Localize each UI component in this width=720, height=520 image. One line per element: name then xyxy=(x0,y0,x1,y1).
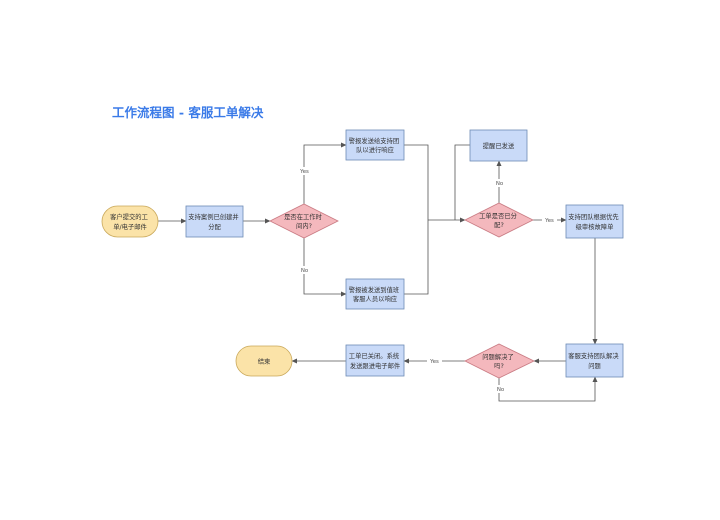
svg-text:支持案例已创建并 分配: 支持案例已创建并 分配 xyxy=(188,212,240,231)
node-alert-oncall-line-2: 客服人员以响应 xyxy=(353,294,398,303)
edge-label-solved-yes: Yes xyxy=(429,359,439,365)
node-decision-solved-line-1: 问题解决了 xyxy=(482,352,513,361)
node-decision-time: 是否在工作时 间内? xyxy=(269,203,339,239)
edge-alert-team-to-merge xyxy=(404,144,429,220)
node-start-line-2: 单/电子邮件 xyxy=(113,222,147,231)
node-alert-oncall-line-1: 警报被发送到值班 xyxy=(349,285,400,294)
edge-reminder-to-merge xyxy=(454,144,470,220)
svg-text:提醒已发送: 提醒已发送 xyxy=(483,141,515,150)
svg-text:问题解决了 吗?: 问题解决了 吗? xyxy=(482,352,516,370)
node-alert-oncall: 警报被发送到值班 客服人员以响应 xyxy=(345,278,405,310)
node-resolve-line-2: 问题 xyxy=(588,362,601,370)
edge-time-yes-to-alert-team xyxy=(303,142,347,204)
node-create-line-2: 分配 xyxy=(208,222,221,231)
node-closed: 工单已关闭。系统 发送跟进电子邮件 xyxy=(345,344,405,377)
node-prioritize-line-1: 支持团队根据优先 xyxy=(568,212,618,221)
edge-time-no-to-alert-oncall xyxy=(303,238,347,297)
node-decision-assigned-line-1: 工单是否已分 xyxy=(479,211,517,220)
node-resolve: 客服支持团队解决 问题 xyxy=(565,343,624,378)
node-reminder-line-1: 提醒已发送 xyxy=(483,141,515,150)
node-start: 客户提交的工 单/电子邮件 xyxy=(101,205,159,238)
node-decision-assigned-line-2: 配? xyxy=(494,221,504,229)
svg-text:是否在工作时 间内?: 是否在工作时 间内? xyxy=(284,212,324,230)
svg-text:客户提交的工 单/电子邮件: 客户提交的工 单/电子邮件 xyxy=(110,212,150,231)
node-closed-line-2: 发送跟进电子邮件 xyxy=(350,361,400,370)
edge-alert-oncall-to-merge xyxy=(404,220,429,295)
node-reminder: 提醒已发送 xyxy=(469,129,528,162)
edge-labels: Yes No No Yes Yes No xyxy=(298,167,557,393)
svg-text:警报发送给支持团 队以进行响应: 警报发送给支持团 队以进行响应 xyxy=(349,136,401,154)
node-prioritize: 支持团队根据优先 级审核故障单 xyxy=(565,204,624,239)
svg-text:结束: 结束 xyxy=(258,357,271,366)
edge-label-assigned-no: No xyxy=(496,181,503,187)
edge-label-time-no: No xyxy=(301,268,308,274)
edge-solved-no-loop xyxy=(498,376,598,402)
node-decision-assigned: 工单是否已分 配? xyxy=(464,202,534,238)
node-create: 支持案例已创建并 分配 xyxy=(185,205,244,238)
node-alert-team-line-2: 队以进行响应 xyxy=(356,145,394,154)
node-create-line-1: 支持案例已创建并 xyxy=(188,212,238,221)
edge-label-time-yes: Yes xyxy=(299,169,309,175)
node-end: 结束 xyxy=(235,345,293,377)
svg-text:警报被发送到值班 客服人员以响应: 警报被发送到值班 客服人员以响应 xyxy=(349,285,401,303)
node-decision-solved-line-2: 吗? xyxy=(494,362,504,370)
svg-text:客服支持团队解决 问题: 客服支持团队解决 问题 xyxy=(568,351,620,370)
node-decision-solved: 问题解决了 吗? xyxy=(464,343,535,379)
page-title: 工作流程图 - 客服工单解决 xyxy=(112,105,264,120)
node-alert-team: 警报发送给支持团 队以进行响应 xyxy=(345,129,405,161)
node-closed-line-1: 工单已关闭。系统 xyxy=(349,351,400,360)
node-prioritize-line-2: 级审核故障单 xyxy=(576,222,614,231)
edge-label-solved-no: No xyxy=(497,387,504,393)
node-alert-team-line-1: 警报发送给支持团 xyxy=(349,136,399,145)
node-decision-time-line-2: 间内? xyxy=(296,221,312,230)
node-start-line-1: 客户提交的工 xyxy=(110,212,148,221)
node-resolve-line-1: 客服支持团队解决 xyxy=(568,351,619,360)
node-end-line-1: 结束 xyxy=(258,357,271,366)
edge-label-assigned-yes: Yes xyxy=(544,218,554,224)
svg-text:工单已关闭。系统 发送跟进电子邮件: 工单已关闭。系统 发送跟进电子邮件 xyxy=(349,351,401,370)
node-decision-time-line-1: 是否在工作时 xyxy=(284,212,322,221)
svg-text:工单是否已分 配?: 工单是否已分 配? xyxy=(479,211,519,229)
svg-text:支持团队根据优先 级审核故障单: 支持团队根据优先 级审核故障单 xyxy=(568,212,620,231)
